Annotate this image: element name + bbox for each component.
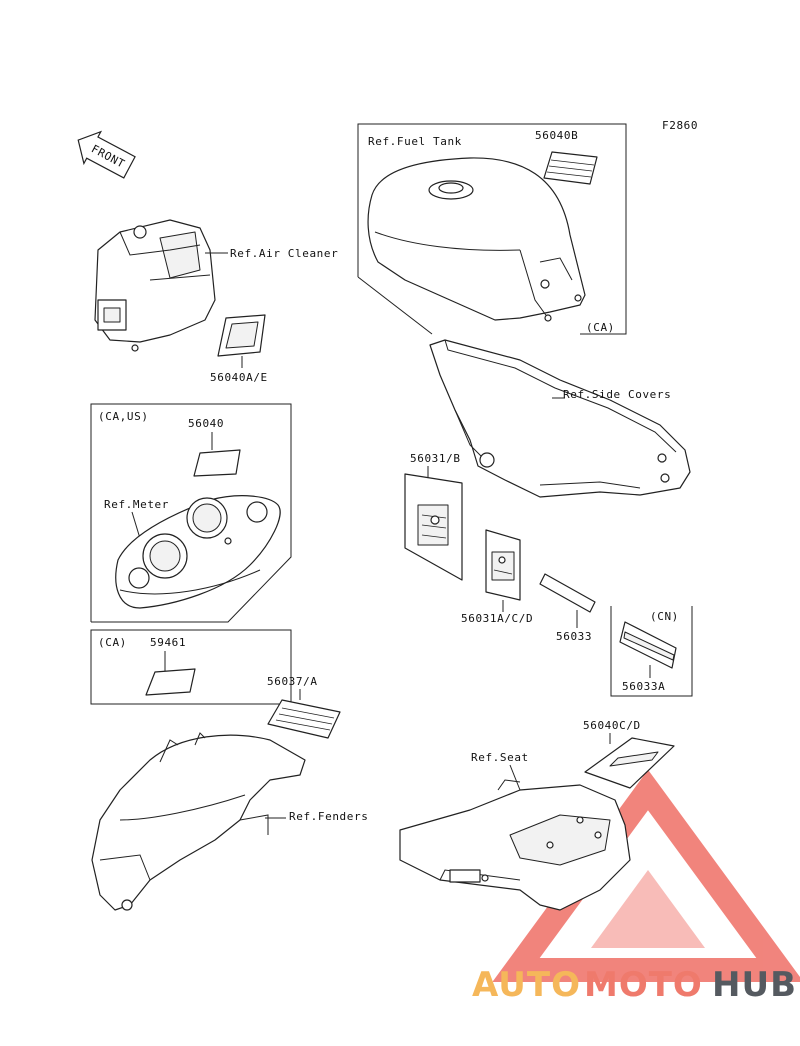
part-56031B-label: 56031/B	[410, 452, 461, 465]
ca-59461-group: (CA) 59461	[90, 629, 292, 705]
part-56037A-label: 56037/A	[267, 675, 318, 688]
meter-frame	[90, 403, 292, 623]
part-56033-label: 56033	[556, 630, 592, 643]
region-ca-fuel: (CA)	[586, 321, 615, 334]
part-56031ACD-label: 56031A/C/D	[461, 612, 533, 625]
sticker-56040CD	[584, 737, 675, 789]
sticker-56033	[539, 573, 596, 613]
fender-drawing	[91, 732, 306, 911]
ref-air-cleaner: Ref.Air Cleaner	[230, 247, 338, 260]
part-56040B-label: 56040B	[535, 129, 578, 142]
sticker-56040	[193, 449, 241, 477]
part-56040CD-label: 56040C/D	[583, 719, 641, 732]
ref-side-covers: Ref.Side Covers	[563, 388, 671, 401]
part-56033A-label: 56033A	[622, 680, 665, 693]
side-covers-group: Ref.Side Covers	[429, 339, 691, 498]
cn-56033A-group: (CN) 56033A	[610, 606, 693, 697]
ca-59461-frame	[90, 629, 292, 705]
sticker-59461	[145, 668, 196, 696]
sticker-56031ACD	[485, 529, 521, 601]
watermark-hub: HUB	[712, 965, 797, 1005]
air-cleaner-group: Ref.Air Cleaner 56040A/E	[94, 219, 338, 384]
seat-frame-drawing	[399, 779, 631, 911]
labels-56031-group: 56031/B 56031A/C/D 56033	[404, 452, 596, 643]
fenders-group: 56037/A Ref.Fenders	[91, 675, 368, 911]
watermark-auto: AUTO	[472, 965, 581, 1005]
fuel-tank-group: Ref.Fuel Tank 56040B (CA)	[357, 123, 627, 335]
sticker-56031B	[404, 473, 463, 581]
watermark-moto: MOTO	[584, 965, 703, 1005]
seat-group: 56040C/D Ref.Seat	[399, 719, 675, 911]
ref-meter: Ref.Meter	[104, 498, 169, 511]
part-56040AE-label: 56040A/E	[210, 371, 268, 384]
fuel-tank-frame	[357, 123, 627, 335]
sticker-56040AE	[217, 314, 266, 357]
sticker-56037A	[267, 699, 341, 739]
air-cleaner-drawing	[94, 219, 216, 352]
region-cn: (CN)	[650, 610, 679, 623]
meter-drawing	[115, 495, 281, 609]
fuel-tank-drawing	[367, 157, 586, 322]
region-ca-us: (CA,US)	[98, 410, 149, 423]
sticker-56033A	[619, 621, 677, 669]
region-ca-box: (CA)	[98, 636, 127, 649]
ref-fuel-tank: Ref.Fuel Tank	[368, 135, 462, 148]
part-59461-label: 59461	[150, 636, 186, 649]
cn-frame	[610, 606, 693, 697]
side-cover-drawing	[429, 339, 691, 498]
part-56040-label: 56040	[188, 417, 224, 430]
ref-fenders: Ref.Fenders	[289, 810, 368, 823]
ref-seat: Ref.Seat	[471, 751, 529, 764]
watermark-logo: AUTO MOTO HUB	[472, 965, 797, 1005]
diagram-code: F2860	[662, 119, 698, 132]
meter-group: (CA,US) 56040 Ref.Meter	[90, 403, 292, 623]
front-arrow-icon: FRONT	[77, 130, 136, 179]
sticker-56040B	[543, 151, 598, 185]
